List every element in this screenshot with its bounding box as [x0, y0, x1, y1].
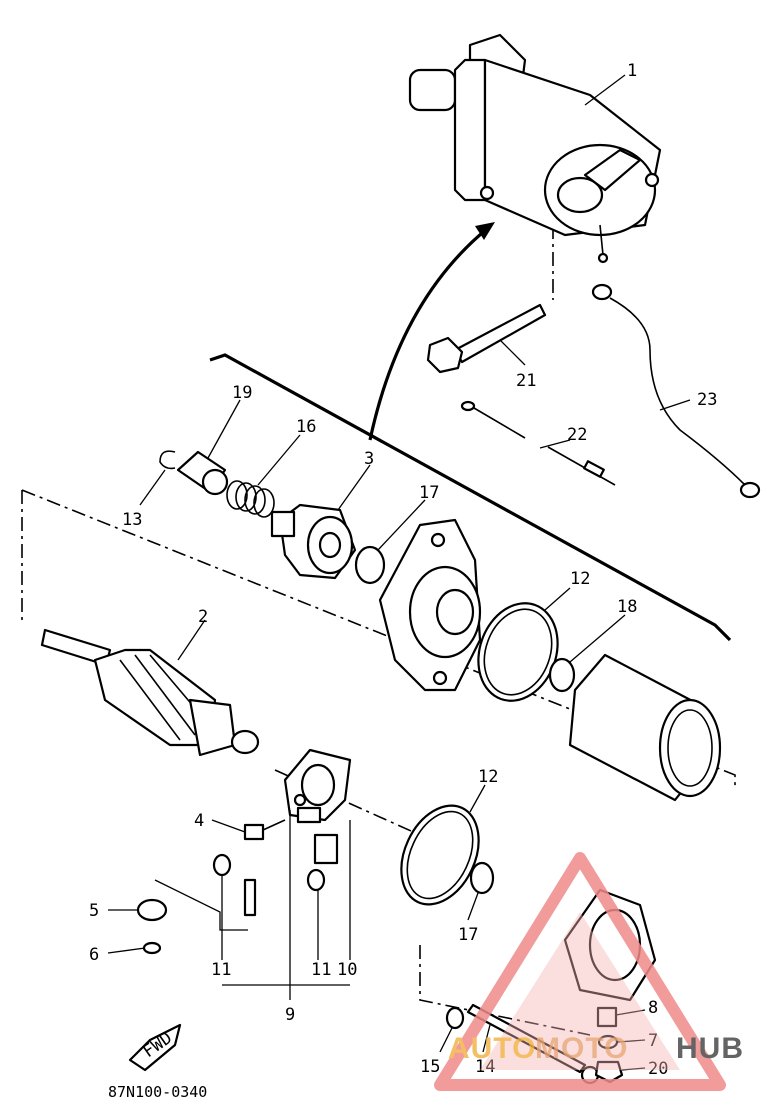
- leader-6: [107, 947, 146, 954]
- fwd-arrow: FWD: [128, 1023, 182, 1072]
- callout-17a: 17: [419, 483, 439, 503]
- nut-part-5: [136, 898, 168, 922]
- callout-15: 15: [420, 1057, 440, 1077]
- diagram-code: 87N100-0340: [108, 1083, 207, 1101]
- callout-9: 9: [285, 1005, 295, 1025]
- washer-part-6: [142, 941, 162, 955]
- washer-part-18: [548, 657, 576, 693]
- leader-2: [177, 619, 206, 661]
- callout-17b: 17: [458, 925, 478, 945]
- callout-11a: 11: [211, 960, 231, 980]
- nut-part-20: [594, 1060, 624, 1084]
- leader-16: [257, 434, 301, 486]
- fasteners-part-11: [212, 853, 326, 917]
- callout-18: 18: [617, 597, 637, 617]
- brush-lead-part-22: [460, 400, 616, 486]
- callout-22: 22: [567, 425, 587, 445]
- callout-5: 5: [89, 901, 99, 921]
- callout-6: 6: [89, 945, 99, 965]
- long-bolt-part-21: [426, 303, 547, 374]
- callout-16: 16: [296, 417, 316, 437]
- leader-12a: [544, 587, 571, 611]
- leader-23: [659, 399, 691, 411]
- watermark-text-moto: MOTO: [535, 1032, 628, 1065]
- lead-wire-part-23: [591, 283, 761, 499]
- circlip-part-13: [159, 450, 176, 470]
- watermark-logo: AUTO MOTO HUB: [434, 852, 744, 1091]
- through-bolt-part-14: [466, 1003, 587, 1074]
- callout-13: 13: [122, 510, 142, 530]
- leader-18: [569, 614, 626, 663]
- assembly-arrow: [368, 226, 490, 441]
- dash-bolt-axis: [419, 945, 591, 1036]
- leader-3: [337, 464, 371, 511]
- yoke-housing: [568, 653, 722, 802]
- callout-20: 20: [648, 1059, 668, 1079]
- leader-bracket-11: [154, 879, 248, 931]
- leader-8: [615, 1009, 646, 1016]
- callout-21: 21: [516, 371, 536, 391]
- clutch-gear-part-3: [270, 503, 357, 580]
- callout-12a: 12: [570, 569, 590, 589]
- leader-22: [539, 439, 571, 449]
- callout-3: 3: [364, 449, 374, 469]
- spring-part-16: [226, 480, 275, 518]
- leader-7: [617, 1039, 646, 1043]
- watermark-text-hub: HUB: [676, 1032, 744, 1065]
- bracket-upper: [209, 353, 732, 642]
- leader-21: [499, 339, 526, 366]
- callout-10: 10: [337, 960, 357, 980]
- callout-14: 14: [475, 1057, 495, 1077]
- callout-11b: 11: [311, 960, 331, 980]
- leader-15: [439, 1027, 453, 1053]
- o-ring-part-12-lower-inner: [406, 810, 474, 900]
- leader-13: [139, 469, 166, 506]
- brush-part-4: [243, 819, 286, 841]
- washer-part-17-lower: [469, 861, 495, 895]
- leader-4: [211, 819, 246, 833]
- washer-part-7: [597, 1034, 619, 1050]
- washer-part-15: [445, 1006, 465, 1030]
- brush-holder-part-9: [283, 748, 352, 865]
- leader-20: [621, 1067, 646, 1071]
- leader-14: [482, 1024, 491, 1053]
- callout-23: 23: [697, 390, 717, 410]
- leader-17b: [467, 892, 479, 921]
- callout-7: 7: [648, 1031, 658, 1051]
- callout-12b: 12: [478, 767, 498, 787]
- leader-17a: [377, 499, 426, 551]
- callout-19: 19: [232, 383, 252, 403]
- collar-part-19: [176, 450, 229, 496]
- starter-motor-part-1: [408, 33, 662, 264]
- callout-2: 2: [198, 607, 208, 627]
- leader-19: [207, 399, 241, 459]
- assembly-arrow-head: [475, 222, 495, 240]
- callout-4: 4: [194, 811, 204, 831]
- bushing-part-8: [596, 1006, 618, 1028]
- washer-part-17-upper: [354, 545, 386, 585]
- bracket-lower: [21, 489, 736, 790]
- o-ring-part-12-lower: [400, 804, 480, 906]
- watermark-text-auto: AUTO: [448, 1032, 536, 1065]
- o-ring-part-12-upper-inner: [483, 608, 553, 696]
- watermark-triangle-inner: [480, 912, 680, 1070]
- leader-1: [584, 74, 626, 106]
- callout-8: 8: [648, 998, 658, 1018]
- leader-12b: [469, 784, 486, 813]
- watermark-triangle: [434, 852, 726, 1091]
- armature-part-2: [40, 628, 260, 757]
- callout-1: 1: [627, 61, 637, 81]
- front-cover: [378, 518, 482, 692]
